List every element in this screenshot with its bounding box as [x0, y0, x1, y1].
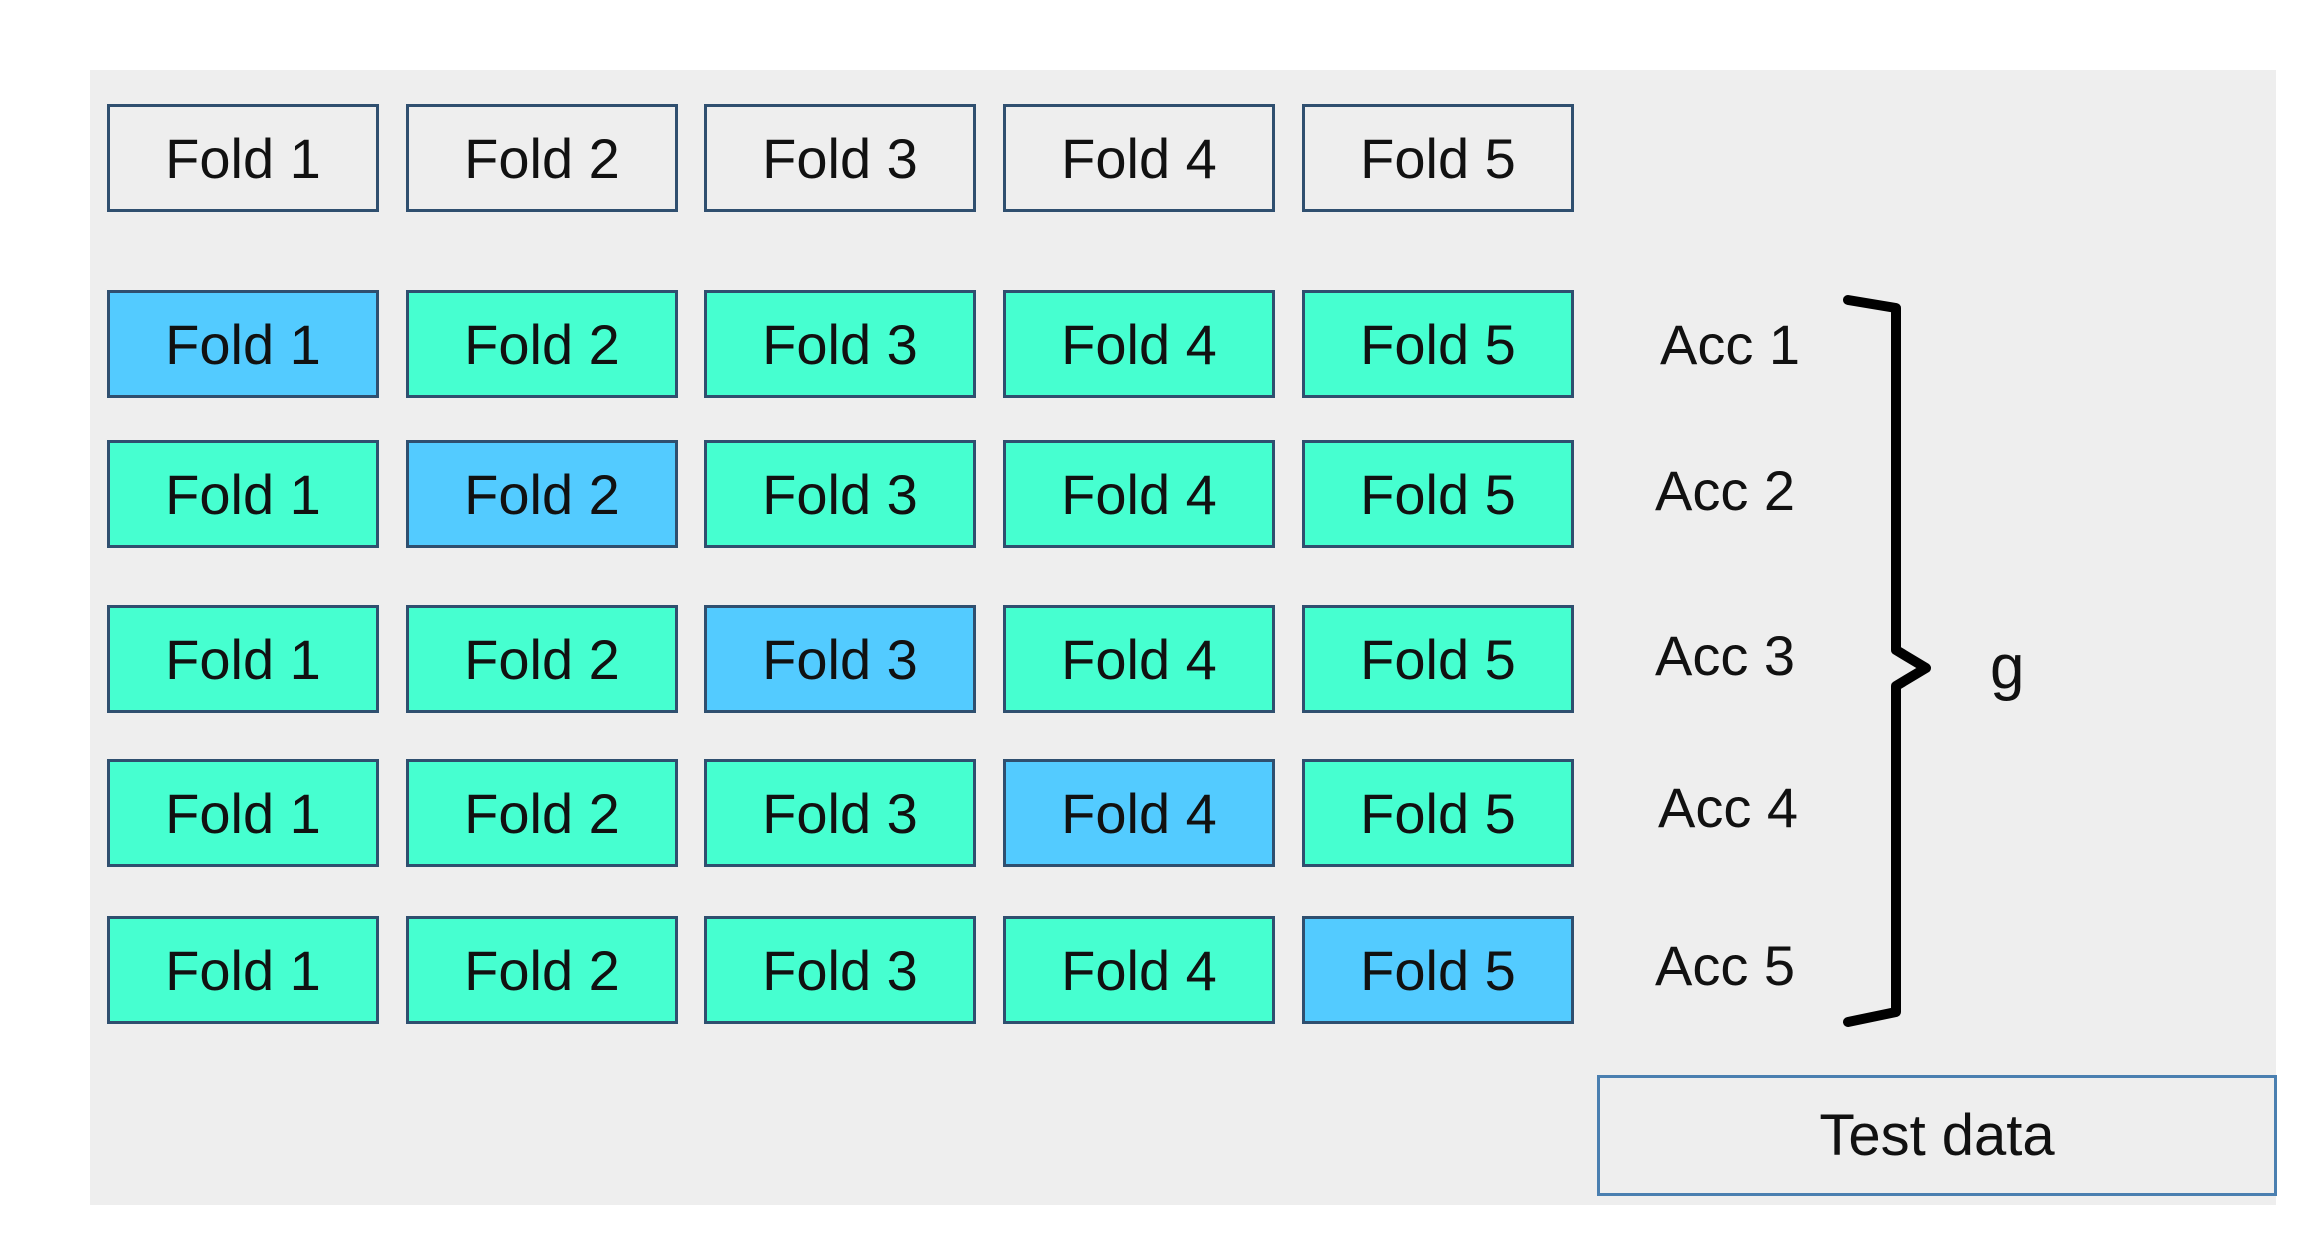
accuracy-label-2: Acc 2 — [1655, 459, 1796, 522]
training-fold: Fold 1 — [107, 759, 379, 867]
header-fold-3: Fold 3 — [704, 104, 976, 212]
training-fold: Fold 4 — [1003, 916, 1275, 1024]
training-fold: Fold 3 — [704, 440, 976, 548]
test-data-box: Test data — [1597, 1075, 2277, 1196]
header-fold-5: Fold 5 — [1302, 104, 1574, 212]
aggregate-label: g — [1990, 633, 2025, 702]
accuracy-label-4: Acc 4 — [1658, 776, 1799, 839]
training-fold: Fold 2 — [406, 290, 678, 398]
training-fold: Fold 2 — [406, 759, 678, 867]
training-fold: Fold 5 — [1302, 605, 1574, 713]
training-fold: Fold 2 — [406, 916, 678, 1024]
training-fold: Fold 3 — [704, 916, 976, 1024]
training-fold: Fold 4 — [1003, 605, 1275, 713]
accuracy-label-3: Acc 3 — [1655, 624, 1796, 687]
training-fold: Fold 5 — [1302, 290, 1574, 398]
header-fold-4: Fold 4 — [1003, 104, 1275, 212]
training-fold: Fold 1 — [107, 916, 379, 1024]
aggregation-brace — [1843, 295, 1931, 1027]
training-fold: Fold 2 — [406, 605, 678, 713]
training-fold: Fold 5 — [1302, 440, 1574, 548]
accuracy-label-1: Acc 1 — [1660, 313, 1801, 376]
header-fold-2: Fold 2 — [406, 104, 678, 212]
validation-fold: Fold 3 — [704, 605, 976, 713]
training-fold: Fold 1 — [107, 605, 379, 713]
training-fold: Fold 1 — [107, 440, 379, 548]
validation-fold: Fold 2 — [406, 440, 678, 548]
training-fold: Fold 4 — [1003, 440, 1275, 548]
training-fold: Fold 3 — [704, 290, 976, 398]
training-fold: Fold 5 — [1302, 759, 1574, 867]
training-fold: Fold 4 — [1003, 290, 1275, 398]
validation-fold: Fold 5 — [1302, 916, 1574, 1024]
validation-fold: Fold 1 — [107, 290, 379, 398]
training-fold: Fold 3 — [704, 759, 976, 867]
accuracy-label-5: Acc 5 — [1655, 934, 1796, 997]
header-fold-1: Fold 1 — [107, 104, 379, 212]
validation-fold: Fold 4 — [1003, 759, 1275, 867]
